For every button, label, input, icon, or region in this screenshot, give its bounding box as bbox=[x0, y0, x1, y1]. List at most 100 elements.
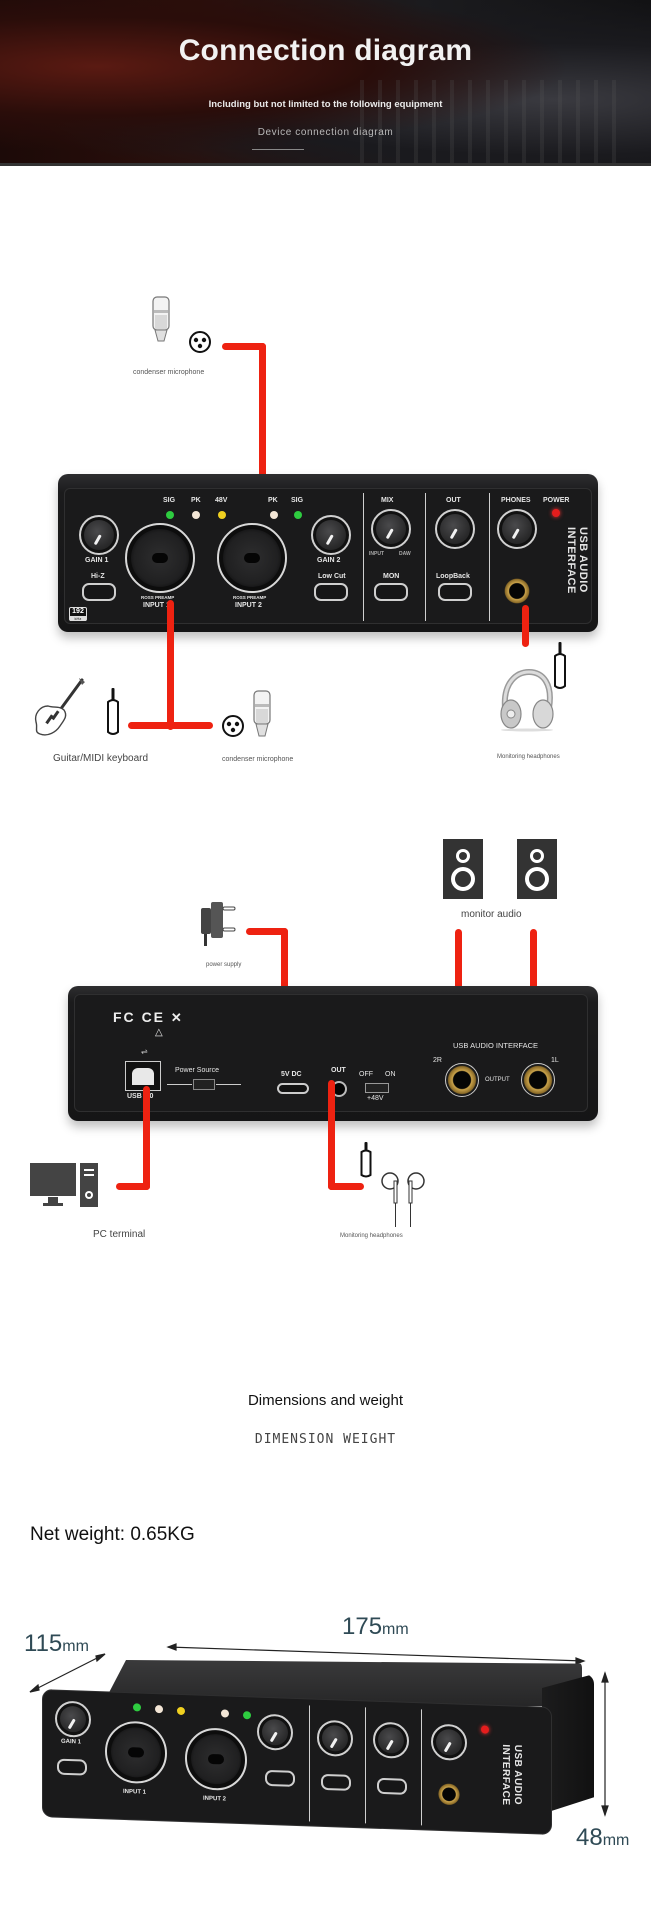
power-led bbox=[481, 1725, 489, 1734]
out-label: OUT bbox=[446, 497, 461, 504]
panel-separator bbox=[425, 493, 426, 621]
headphone-jack[interactable] bbox=[503, 577, 531, 605]
pk2-led bbox=[221, 1709, 229, 1718]
desktop-pc-icon bbox=[30, 1163, 100, 1209]
brand-line1: USB AUDIO bbox=[577, 527, 589, 593]
brand-label: USB AUDIO INTERFACE bbox=[565, 527, 589, 594]
certification-marks: FC CE ✕ bbox=[113, 1009, 184, 1026]
phones-knob[interactable] bbox=[431, 1723, 467, 1761]
pc-terminal-label: PC terminal bbox=[93, 1229, 146, 1240]
input2-label: INPUT 2 bbox=[235, 602, 262, 609]
hiz-button[interactable] bbox=[57, 1758, 87, 1776]
gain1-knob[interactable] bbox=[55, 1700, 91, 1738]
rcm-mark-icon: △ bbox=[155, 1027, 163, 1038]
sig2-led bbox=[294, 511, 302, 519]
phones-knob[interactable] bbox=[497, 509, 537, 549]
output-2r-jack[interactable] bbox=[445, 1063, 479, 1097]
output-1l-label: 1L bbox=[551, 1057, 559, 1064]
sample-rate-badge: 192 kHz bbox=[69, 607, 87, 621]
audio-interface-rear: FC CE ✕ △ ⇌ USB 2.0 Power Source 5V DC O… bbox=[68, 986, 598, 1121]
led-label-sig2: SIG bbox=[291, 497, 304, 504]
rear-panel: FC CE ✕ △ ⇌ USB 2.0 Power Source 5V DC O… bbox=[74, 994, 588, 1112]
cable-usb-to-pc-horizontal bbox=[116, 1183, 150, 1190]
input1-label: INPUT 1 bbox=[143, 602, 170, 609]
cable-horizontal-split bbox=[128, 722, 213, 729]
power-source-line-left bbox=[167, 1084, 192, 1085]
lowcut-button[interactable] bbox=[314, 583, 348, 601]
led-label-sig1: SIG bbox=[163, 497, 176, 504]
phantom-label: +48V bbox=[367, 1095, 384, 1102]
gain2-knob[interactable] bbox=[311, 515, 351, 555]
speaker-left-icon bbox=[443, 839, 483, 899]
pk1-led bbox=[155, 1705, 163, 1714]
input1-combo-jack[interactable] bbox=[105, 1720, 167, 1785]
led-label-48v: 48V bbox=[215, 497, 228, 504]
badge-unit: kHz bbox=[70, 616, 86, 621]
out-jack-label: OUT bbox=[331, 1067, 346, 1074]
depth-dimension: 115mm bbox=[24, 1630, 89, 1658]
cable-out-to-earphones-horizontal bbox=[328, 1183, 364, 1190]
depth-arrow bbox=[29, 1653, 106, 1693]
perspective-front-panel: GAIN 1 INPUT 1 INPUT 2 USB AUDIO INTERFA… bbox=[42, 1689, 552, 1835]
pk1-led bbox=[192, 511, 200, 519]
guitar-midi-label: Guitar/MIDI keyboard bbox=[53, 753, 149, 764]
phantom-power-switch[interactable] bbox=[365, 1083, 389, 1093]
section-label: Device connection diagram bbox=[257, 127, 394, 138]
out-knob[interactable] bbox=[435, 509, 475, 549]
gain2-knob[interactable] bbox=[257, 1713, 293, 1751]
output-1l-jack[interactable] bbox=[521, 1063, 555, 1097]
panel-separator bbox=[363, 493, 364, 621]
front-panel: SIG PK 48V PK SIG GAIN 1 Hi-Z 192 kHz RO… bbox=[64, 488, 592, 624]
width-unit: mm bbox=[382, 1621, 409, 1638]
hiz-button[interactable] bbox=[82, 583, 116, 601]
power-source-label: Power Source bbox=[175, 1067, 219, 1074]
usb-c-power-port[interactable] bbox=[277, 1083, 309, 1094]
cable-power-to-dc bbox=[246, 928, 288, 935]
lowcut-button[interactable] bbox=[265, 1769, 295, 1787]
mix-knob[interactable] bbox=[371, 509, 411, 549]
led-label-pk1: PK bbox=[191, 497, 201, 504]
mix-knob[interactable] bbox=[317, 1719, 353, 1757]
bottom-mic-label: condenser microphone bbox=[222, 756, 294, 763]
power-source-switch[interactable] bbox=[193, 1079, 215, 1090]
input2-preamp-label: ROSS PREAMP bbox=[233, 595, 267, 600]
earphones-label: Monitoring headphones bbox=[340, 1233, 403, 1239]
headphones-icon bbox=[497, 668, 557, 732]
depth-value: 115 bbox=[24, 1630, 63, 1657]
input1-combo-jack[interactable] bbox=[125, 523, 195, 593]
loopback-button[interactable] bbox=[438, 583, 472, 601]
input2-combo-jack[interactable] bbox=[217, 523, 287, 593]
mix-input-label: INPUT bbox=[369, 551, 384, 557]
electric-guitar-icon bbox=[30, 676, 86, 738]
gain1-knob[interactable] bbox=[79, 515, 119, 555]
width-arrow bbox=[167, 1646, 585, 1662]
brand-line2: INTERFACE bbox=[500, 1744, 511, 1806]
gain2-label: GAIN 2 bbox=[317, 557, 341, 564]
mix-daw-label: DAW bbox=[399, 551, 411, 557]
width-value: 175 bbox=[342, 1613, 383, 1640]
dimensions-title: Dimensions and weight bbox=[247, 1392, 404, 1409]
output-label: OUTPUT bbox=[485, 1077, 510, 1083]
off-label: OFF bbox=[359, 1071, 373, 1078]
audio-interface-perspective: GAIN 1 INPUT 1 INPUT 2 USB AUDIO INTERFA… bbox=[42, 1660, 597, 1840]
power-source-line-right bbox=[216, 1084, 241, 1085]
brand-label: USB AUDIO INTERFACE bbox=[499, 1744, 523, 1806]
audio-interface-front: SIG PK 48V PK SIG GAIN 1 Hi-Z 192 kHz RO… bbox=[58, 474, 598, 632]
input2-combo-jack[interactable] bbox=[185, 1727, 247, 1792]
mon-button[interactable] bbox=[321, 1773, 351, 1791]
panel-separator bbox=[365, 1707, 366, 1824]
loopback-button[interactable] bbox=[377, 1777, 407, 1795]
panel-separator bbox=[421, 1709, 422, 1826]
monitor-audio-label: monitor audio bbox=[461, 909, 522, 920]
mon-button[interactable] bbox=[374, 583, 408, 601]
page-title: Connection diagram bbox=[178, 34, 473, 67]
gain1-label: GAIN 1 bbox=[61, 1738, 82, 1746]
input1-label: INPUT 1 bbox=[123, 1788, 147, 1796]
mixer-faders-background bbox=[360, 80, 620, 166]
net-weight: Net weight: 0.65KG bbox=[30, 1524, 195, 1545]
headphone-jack[interactable] bbox=[437, 1781, 461, 1807]
section-underline bbox=[252, 149, 304, 150]
out-knob[interactable] bbox=[373, 1721, 409, 1759]
dc-label: 5V DC bbox=[281, 1071, 302, 1078]
cable-headphones bbox=[522, 605, 529, 647]
